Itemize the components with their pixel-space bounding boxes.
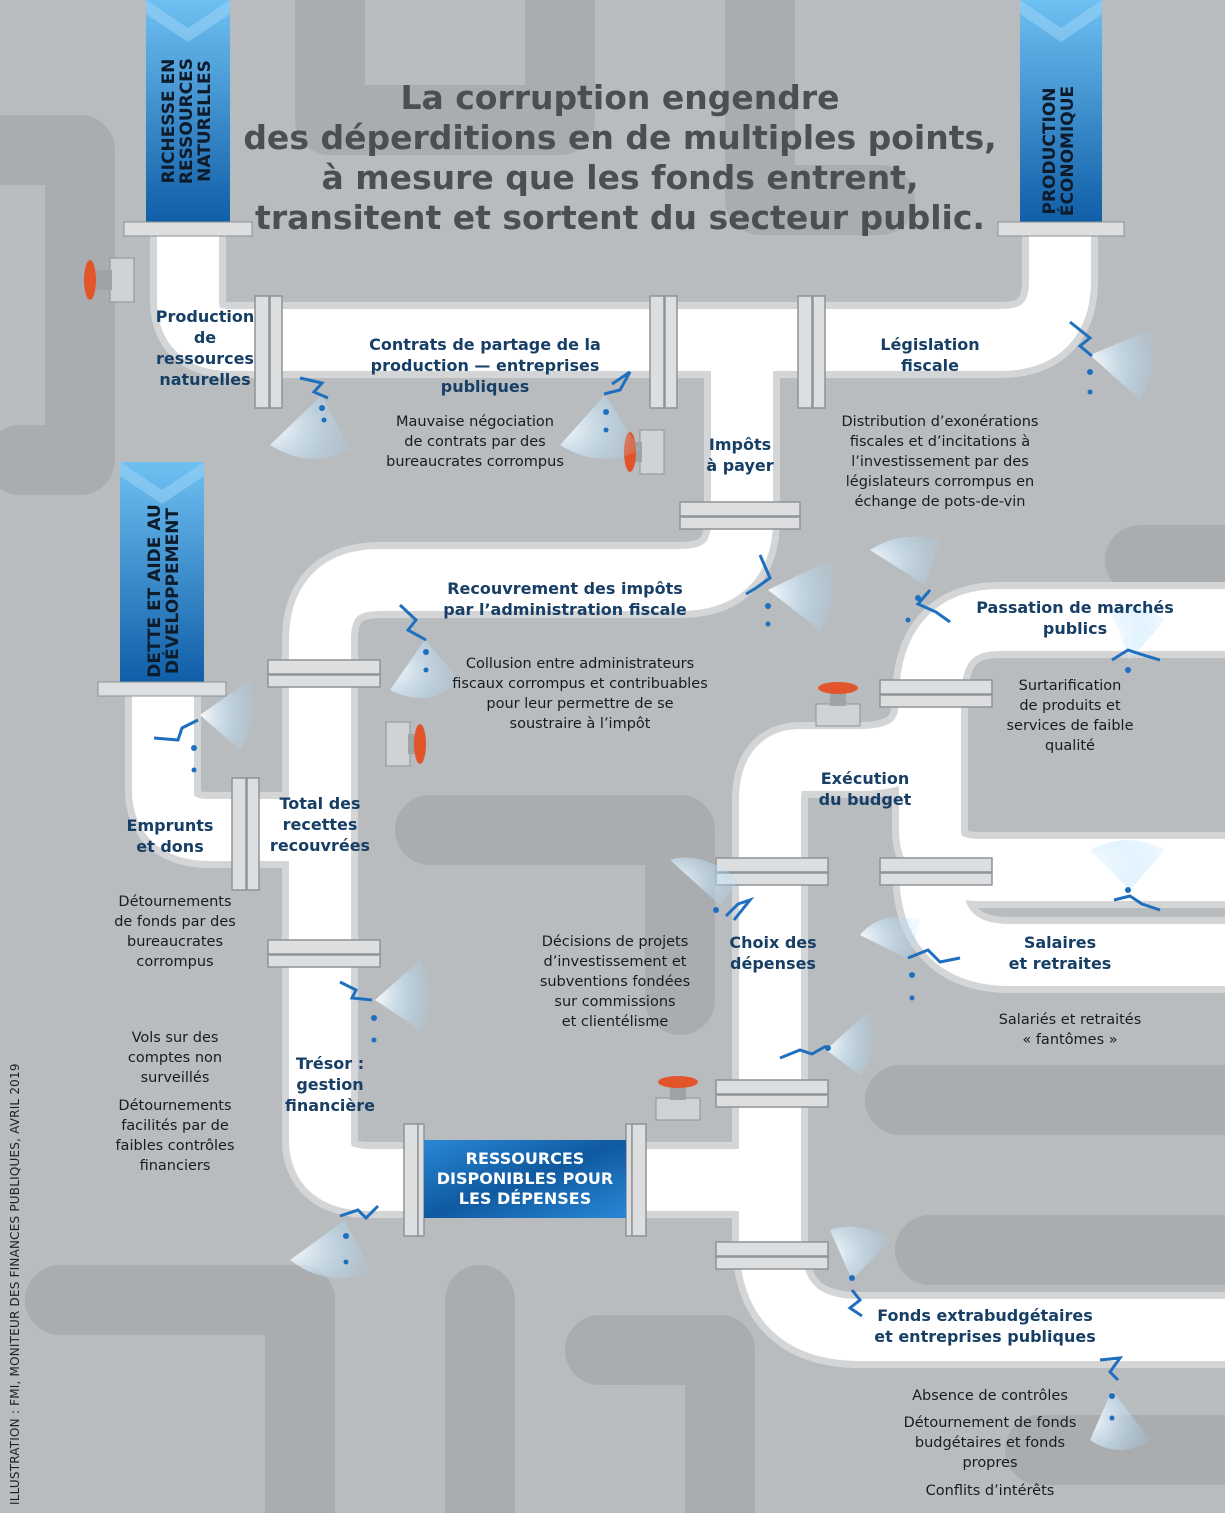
- valve-left-top[interactable]: [84, 257, 135, 303]
- leak-choix: [670, 857, 755, 921]
- title-line: transitent et sortent du secteur public.: [255, 198, 985, 237]
- pipe-flanges: [231, 295, 993, 1270]
- title-line: à mesure que les fonds entrent,: [321, 158, 919, 197]
- leak-tresor: [339, 960, 430, 1043]
- central-resources-box: [424, 1140, 626, 1218]
- source-label-natural: RICHESSE EN RESSOURCES NATURELLES: [159, 57, 215, 185]
- note-conflits-interets: Conflits d’intérêts: [925, 1483, 1055, 1499]
- leak-points: [153, 320, 1165, 1450]
- leak-absence: [1090, 1356, 1150, 1450]
- title-line: des déperditions en de multiples points,: [243, 118, 997, 157]
- title-line: La corruption engendre: [400, 78, 840, 117]
- valve-collusion[interactable]: [385, 721, 426, 767]
- leak-passation-top: [870, 536, 951, 624]
- leak-recouvrement: [745, 554, 834, 630]
- source-column-debt: [97, 462, 227, 697]
- leak-mauvaise-negociation: [560, 370, 640, 459]
- source-column-production: [997, 0, 1125, 237]
- leak-vols: [290, 1204, 380, 1278]
- leak-collusion: [390, 603, 460, 698]
- leak-contrats: [270, 376, 350, 459]
- valve-execution[interactable]: [815, 682, 861, 727]
- infographic-title: La corruption engendre des déperditions …: [230, 78, 1010, 238]
- leak-legislation: [1069, 320, 1154, 400]
- leak-fonds-extra: [830, 1226, 890, 1318]
- source-label-production: PRODUCTION ÉCONOMIQUE: [1040, 85, 1078, 217]
- main-pipes: [125, 235, 1225, 1368]
- valve-choix[interactable]: [655, 1076, 701, 1121]
- leak-salaires-top: [1090, 840, 1165, 912]
- central-box-label: RESSOURCES DISPONIBLES POUR LES DÉPENSES: [436, 1149, 614, 1208]
- note-absence-controles: Absence de contrôles: [912, 1388, 1068, 1404]
- source-label-debt: DETTE ET AIDE AU DÉVELOPPEMENT: [145, 504, 183, 678]
- leak-debt: [153, 680, 254, 773]
- leak-surtarification: [1110, 606, 1165, 673]
- source-column-natural: [123, 0, 253, 237]
- note-salaries-fantomes: Salariés et retraités« fantômes »: [998, 1012, 1142, 1048]
- illustration-credit: ILLUSTRATION : FMI, MONITEUR DES FINANCE…: [8, 1063, 22, 1505]
- leak-decisions: [779, 1010, 874, 1075]
- leak-salaires-bottom: [860, 917, 961, 1001]
